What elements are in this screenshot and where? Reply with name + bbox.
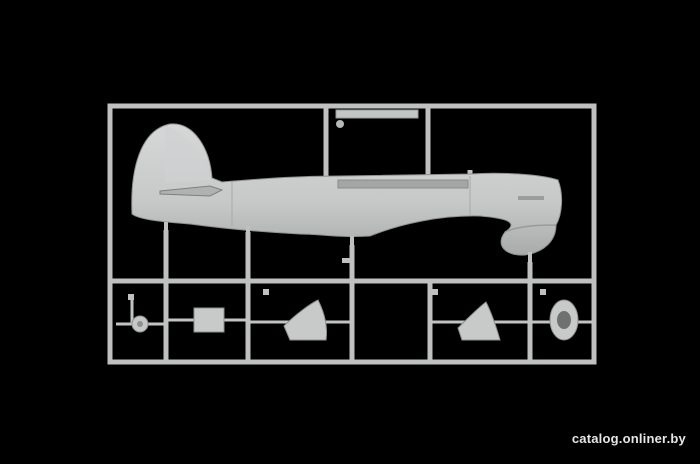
frame-stubs bbox=[128, 289, 546, 300]
fuselage-half bbox=[131, 123, 563, 256]
watermark-text: catalog.onliner.by bbox=[571, 431, 686, 446]
round-disc-part bbox=[530, 299, 594, 341]
sprue-tag bbox=[335, 109, 419, 128]
rectangular-part bbox=[166, 307, 248, 333]
small-strut-part bbox=[116, 296, 166, 333]
sprue-gates bbox=[164, 222, 532, 263]
sprue-frame bbox=[107, 103, 597, 365]
triangular-part-right bbox=[430, 301, 530, 341]
triangular-part-left bbox=[248, 299, 352, 341]
